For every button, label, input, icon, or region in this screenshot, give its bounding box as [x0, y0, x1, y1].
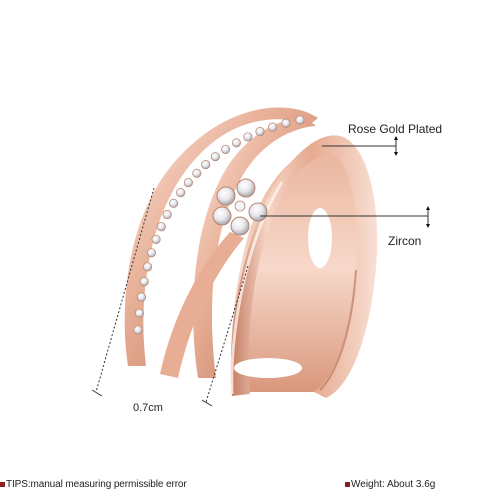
ring-middle-band — [193, 118, 316, 378]
zircon-stone — [212, 206, 232, 226]
ring-opening-side — [308, 208, 332, 268]
tips-bullet — [0, 482, 5, 487]
pave-zircon — [201, 160, 211, 170]
ring-shadow — [319, 269, 357, 391]
zircon-stone — [236, 178, 256, 198]
width-dim-left-cap — [91, 389, 103, 397]
ring-opening-bottom — [234, 358, 302, 378]
annotation-lines — [91, 138, 429, 407]
pave-zircon — [146, 248, 157, 258]
ring-left-band — [124, 107, 318, 367]
zircon-stone — [230, 216, 250, 236]
material-arrow-up — [394, 136, 398, 140]
ring-highlight — [230, 181, 284, 395]
pave-zircon — [231, 138, 241, 148]
stone-arrow-up — [426, 206, 430, 210]
pave-zircon — [143, 262, 153, 272]
pave-zircon — [162, 210, 172, 220]
stone-arrow-down — [426, 224, 430, 228]
pave-zircon — [183, 178, 193, 188]
pave-zircon — [243, 132, 253, 142]
pave-zircon — [221, 144, 231, 154]
material-label: Rose Gold Plated — [348, 122, 443, 136]
zircon-pave-row — [133, 115, 305, 335]
pave-zircon — [210, 152, 220, 162]
material-arrow-down — [394, 152, 398, 156]
pave-zircon — [176, 188, 186, 198]
ring-right-band — [230, 135, 378, 398]
zircon-cluster — [212, 178, 268, 236]
width-dim-left — [95, 187, 155, 393]
pave-zircon — [169, 198, 179, 208]
weight-text: Weight: About 3.6g — [351, 479, 436, 490]
pave-zircon — [151, 234, 161, 244]
pave-zircon — [134, 308, 145, 318]
stone-label: Zircon — [388, 234, 422, 248]
ring-lower-cross — [160, 232, 244, 378]
pave-zircon — [268, 122, 278, 132]
width-label: 0.7cm — [133, 402, 163, 414]
pave-zircon — [156, 222, 166, 232]
pave-zircon — [136, 292, 147, 302]
pave-zircon — [255, 127, 265, 137]
pave-zircon — [139, 277, 149, 287]
pave-zircon — [281, 118, 291, 128]
annotation-markers — [394, 136, 430, 228]
pave-zircon — [295, 115, 305, 125]
tips-text: TIPS:manual measuring permissible error — [6, 479, 187, 490]
pave-zircon — [192, 168, 202, 178]
ring — [124, 107, 378, 398]
zircon-center — [234, 200, 246, 212]
zircon-stone — [216, 186, 236, 206]
pave-zircon — [133, 325, 143, 335]
zircon-stone — [248, 202, 268, 222]
width-dim-right-cap — [201, 399, 213, 407]
weight-bullet — [345, 482, 350, 487]
